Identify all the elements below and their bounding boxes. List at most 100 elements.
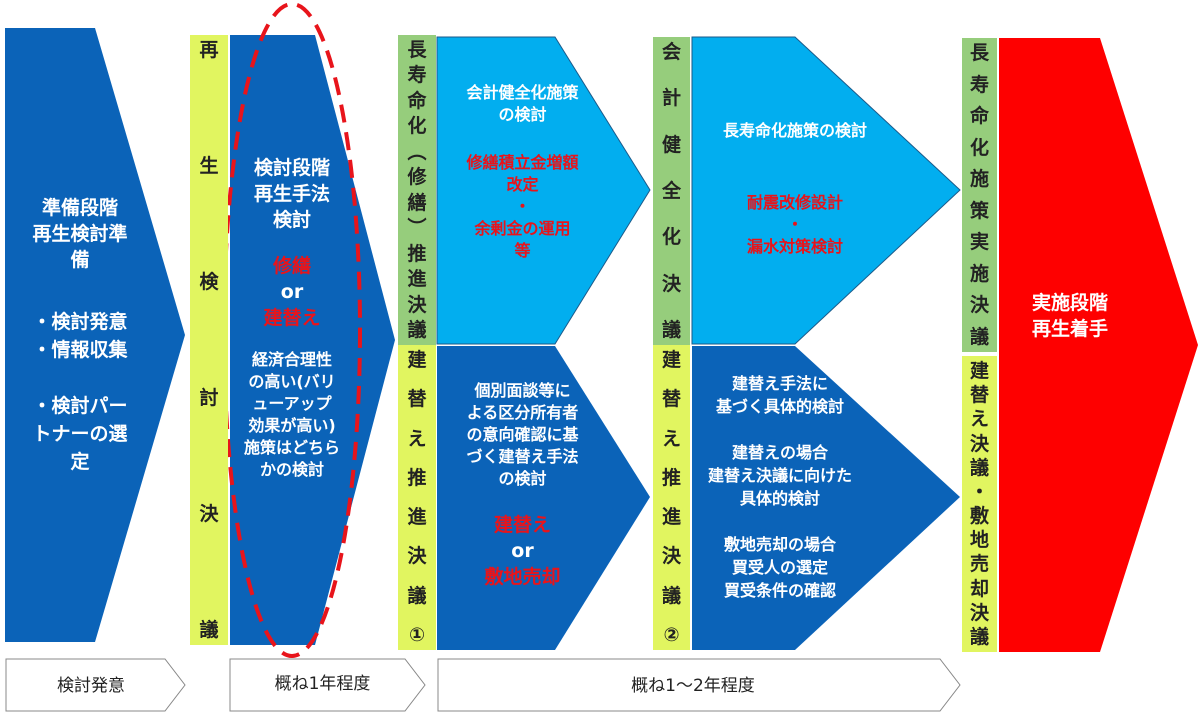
bar-char: ① (408, 623, 426, 646)
stage5-title: 実施段階 再生着手 (1005, 290, 1135, 342)
bar-rebuild-decision-1: 建替え推進決議①建替え推進決議① (398, 345, 436, 650)
text-line: 建替え手法に (731, 374, 828, 393)
stage4-top-content: 長寿命化施策の検討 耐震改修設計 ・ 漏水対策検討 (695, 120, 895, 258)
option-land-sale: 敷地売却 (484, 566, 561, 588)
bar-char: 長 (969, 42, 989, 64)
text-line: ューアップ (252, 394, 332, 413)
text-line: づく建替え手法 (466, 447, 579, 466)
bar-char: 進 (407, 506, 427, 529)
bar-char: 議 (661, 318, 681, 341)
list-item: ・検討発意 (32, 311, 128, 333)
bar-char: 進 (661, 506, 681, 529)
option-rebuild: 建替え (263, 307, 321, 329)
stage4-top-arrow (691, 36, 961, 345)
timeline-arrow-2 (229, 658, 426, 712)
list-item: ・情報収集 (32, 339, 128, 361)
text-line: の検討 (498, 105, 547, 124)
bar-char: 検 (199, 271, 219, 293)
bar-char: え (969, 408, 989, 431)
stage3-bottom-content: 個別面談等に よる区分所有者 の意向確認に基 づく建替え手法 の検討 建替え o… (440, 380, 605, 590)
bar-char: 健 (661, 133, 681, 156)
option-repair: 修繕 (272, 255, 311, 277)
text-line: ・ (514, 197, 531, 216)
text-line: 再生手法 (253, 183, 330, 205)
text-line: 備 (70, 249, 90, 271)
timeline-label-2: 概ね1年程度 (274, 674, 371, 694)
bar-char: 推 (661, 466, 681, 489)
timeline-arrow-3 (437, 658, 961, 712)
bar-finance-decision: 会計健全化決議会計健全化決議 (653, 37, 690, 345)
timeline-label-3: 概ね1～2年程度 (631, 676, 755, 696)
bar-char: 修 (407, 166, 427, 189)
bar-char: 議 (407, 584, 427, 607)
text-line: 効果が高い) (248, 416, 336, 435)
bar-char: 化 (407, 115, 427, 138)
bar-char: 議 (661, 584, 681, 607)
bar-char: 替 (661, 388, 681, 411)
text-line: 耐震改修設計 (746, 193, 843, 212)
bar-char: 建 (661, 349, 681, 371)
bar-char: 生 (199, 155, 219, 177)
or-label: or (511, 540, 534, 562)
text-line: 建替え決議に向けた (707, 466, 852, 485)
stage2-arrow (230, 35, 395, 645)
bar-char: 決 (969, 432, 989, 455)
bar-char: 寿 (969, 73, 989, 96)
bar-char: 決 (969, 294, 989, 317)
stage1-arrow (5, 28, 185, 642)
text-line: 準備段階 (41, 197, 118, 219)
stage5-arrow (999, 38, 1198, 652)
stage2-content: 検討段階 再生手法 検討 修繕 or 建替え 経済合理性 の高い(バリ ューアッ… (232, 155, 352, 481)
text-line: の検討 (498, 469, 547, 488)
bar-char: 推 (407, 242, 427, 265)
stage3-top-content: 会計健全化施策 の検討 修繕積立金増額 改定 ・ 余剰金の運用 等 (440, 82, 605, 262)
bar-char: 再 (199, 39, 219, 61)
text-line: 再生検討準 (32, 223, 128, 245)
bar-char: 却 (969, 577, 989, 600)
bar-char: 議 (969, 456, 989, 479)
text-line: 等 (514, 241, 531, 260)
spacer (695, 510, 865, 533)
spacer (695, 418, 865, 441)
bar-char: 寿 (407, 64, 427, 87)
bar-char: 進 (407, 268, 427, 291)
bar-char: 建 (407, 349, 427, 371)
bar-char: 命 (407, 89, 427, 112)
bar-char: 売 (969, 553, 989, 576)
text-line: の意向確認に基 (466, 425, 579, 444)
bar-char: ② (663, 623, 680, 646)
bar-char: 全 (661, 179, 681, 202)
text-line: 基づく具体的検討 (715, 397, 844, 416)
text-line: 敷地売却の場合 (723, 535, 836, 554)
stage3-bottom-arrow (437, 346, 650, 650)
bar-char: 決 (661, 545, 681, 568)
bar-char: 化 (661, 226, 681, 249)
bar-char: 議 (199, 619, 219, 641)
bar-char: 敷 (969, 505, 989, 528)
list-item: トナーの選 (32, 423, 128, 445)
bar-char: 地 (969, 529, 989, 552)
bar-renewal-decision: 再生検討決議再生検討決議 (190, 35, 228, 645)
bar-char: 計 (661, 87, 681, 110)
bar-char: 化 (969, 136, 989, 159)
text-line: 経済合理性 (251, 350, 332, 369)
bar-char: 決 (969, 601, 989, 624)
text-line: ・ (786, 215, 803, 234)
bar-rebuild-decision-2: 建替え推進決議②建替え推進決議② (653, 345, 690, 650)
bar-char: 議 (969, 625, 989, 648)
or-label: or (280, 281, 304, 303)
stage4-bottom-content: 建替え手法に 基づく具体的検討 建替えの場合 建替え決議に向けた 具体的検討 敷… (695, 372, 865, 602)
text-line: の高い(バリ (248, 372, 336, 391)
text-line: 買受人の選定 (731, 558, 828, 577)
text-line: 具体的検討 (739, 489, 820, 508)
stage1-items: ・検討発意 ・情報収集 ・検討パー トナーの選 定 (10, 308, 150, 476)
text-line: 改定 (506, 175, 539, 194)
bar-char: 決 (199, 503, 219, 525)
bar-char: 決 (407, 545, 427, 568)
text-line: かの検討 (259, 460, 324, 479)
stage3-top-arrow (436, 36, 651, 345)
bar-char: 議 (969, 325, 989, 348)
